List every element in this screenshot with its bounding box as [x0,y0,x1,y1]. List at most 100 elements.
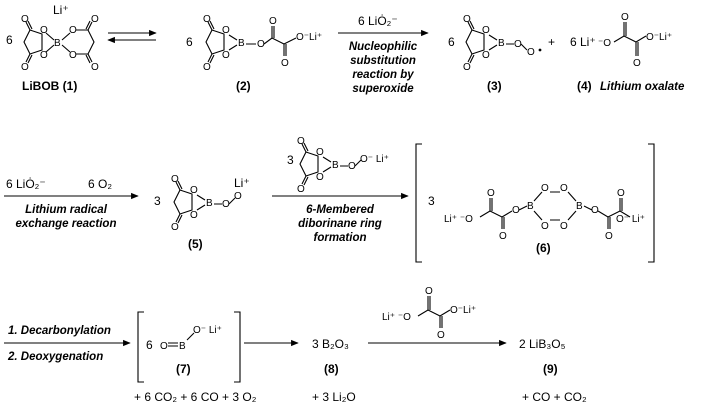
oxygen-atom: O [499,231,507,242]
anion-label: O⁻ Li⁺ [360,154,389,165]
compound-9: 2 LiB₃O₅ (9) [519,337,566,376]
left-bracket [415,143,422,263]
boron-atom: B [332,160,339,171]
oxygen-atom: O [316,147,324,158]
reaction-caption: Lithium radical [25,204,108,216]
oxygen-atom: O [171,174,179,185]
plus-sign: + [548,35,555,49]
compound-formula: 2 LiB₃O₅ [519,337,566,351]
oxygen-atom: O [487,188,495,199]
boron-atom: B [206,198,213,209]
reaction-caption: diborinane ring [298,218,382,230]
reaction-caption: reaction by [352,69,414,81]
reaction-arrow-4: 1. Decarbonylation 2. Deoxygenation [4,325,131,363]
equilibrium-arrow [107,29,157,44]
oxygen-atom: O [512,205,520,216]
compound-label: (3) [487,79,502,93]
oxygen-atom: O [40,25,48,36]
oxygen-atom: O [190,185,198,196]
byproducts-7: + 6 CO₂ + 6 CO + 3 O₂ [134,390,257,404]
oxygen-atom: O [463,14,471,25]
anion-label: O⁻ Li⁺ [193,325,222,336]
oxygen-atom: O [514,39,522,50]
oxygen-atom: O [425,286,433,297]
compound-label: (2) [236,79,251,93]
compound-label: (7) [176,362,191,376]
coefficient: 6 [146,338,153,352]
anion-label: O⁻Li⁺ [646,32,672,43]
oxygen-atom: O [297,184,305,195]
compound-4-lithium-oxalate: 6 Li⁺ ⁻O O O O⁻Li⁺ (4) Lithium oxalate [570,12,685,93]
oxygen-atom: O [482,25,490,36]
oxygen-atom: O [203,14,211,25]
reaction-caption: formation [313,232,366,244]
compound-8: 3 B₂O₃ (8) [312,337,349,376]
reaction-caption: 1. Decarbonylation [8,325,111,337]
oxygen-atom: O [21,14,29,25]
coefficient: 6 [6,33,13,47]
reagent-label: 6 LiȮ₂⁻ [6,177,46,191]
oxygen-atom: O [69,50,77,61]
right-bracket [648,143,655,263]
oxygen-atom: O [281,58,289,69]
oxygen-atom: O [297,136,305,147]
oxygen-atom: O [222,199,230,210]
oxygen-atom: O [527,47,535,58]
anion-label: ⁻O [598,38,611,49]
compound-7: 6 O B O⁻ Li⁺ (7) [137,311,241,383]
oxygen-atom: O [591,205,599,216]
product-label: 6 O₂ [88,177,112,191]
reaction-arrow-1: 6 LiȮ₂⁻ Nucleophilic substitution reacti… [338,14,429,95]
compound-name: Lithium oxalate [600,81,685,93]
compound-5: 3 Li⁺ O O O O B O O (5) [154,174,250,251]
boron-atom: B [498,38,505,49]
reagent-right: O⁻Li⁺ [450,305,476,316]
compound-label: (4) [577,79,592,93]
compound-6: 3 Li⁺ ⁻O O O O B O O O O B O O O O⁻ Li⁺ … [415,143,655,263]
oxygen-atom: O [605,231,613,242]
oxygen-atom: O [482,50,490,61]
compound-label: (6) [536,241,551,255]
right-terminal: O⁻ Li⁺ [616,214,645,225]
oxygen-atom: O [91,14,99,25]
oxygen-atom: O [541,183,549,194]
anion-label: O⁻Li⁺ [296,32,322,43]
byproducts-9: + CO + CO₂ [522,390,587,404]
compound-formula: 3 B₂O₃ [312,337,349,351]
oxygen-atom: O [40,50,48,61]
oxygen-atom: O [560,183,568,194]
oxygen-atom: O [21,62,29,73]
coefficient: 3 [154,194,161,208]
coefficient: 6 [448,35,455,49]
reagent-coefficient: 3 [287,153,294,167]
oxygen-atom: O [69,25,77,36]
boron-atom: B [179,341,186,352]
reaction-caption: exchange reaction [16,218,117,230]
boron-atom: B [527,201,534,212]
compound-label: (5) [188,237,203,251]
oxygen-atom: O [190,210,198,221]
oxygen-atom: O [541,221,549,232]
reaction-caption: superoxide [352,83,414,95]
compound-2: 6 O O O O B O O O O⁻Li⁺ (2) [186,14,322,93]
oxygen-atom: O [269,16,277,27]
byproducts-8: + 3 Li₂O [312,390,356,404]
oxygen-atom: O [222,25,230,36]
left-bracket [137,311,144,383]
oxygen-atom: O [222,50,230,61]
reagent-label: 6 LiȮ₂⁻ [358,14,398,28]
coefficient: 6 Li⁺ [570,35,596,49]
reaction-arrow-2: 6 LiȮ₂⁻ 6 O₂ Lithium radical exchange re… [4,177,139,230]
reaction-arrow-6: Li⁺ ⁻O O O O⁻Li⁺ [368,286,507,347]
reaction-caption: 6-Membered [306,204,375,216]
lithium-cation: Li⁺ [234,176,250,190]
coefficient: 3 [428,194,435,208]
boron-atom: B [238,38,245,49]
oxygen-atom: O [617,188,625,199]
coefficient: 6 [186,35,193,49]
reagent-left: Li⁺ ⁻O [382,312,411,323]
reaction-arrow-3: 3 O O O O B O O⁻ Li⁺ 6-Membered diborina… [272,136,409,244]
oxygen-atom: O [437,330,445,341]
oxygen-atom: O [348,161,356,172]
